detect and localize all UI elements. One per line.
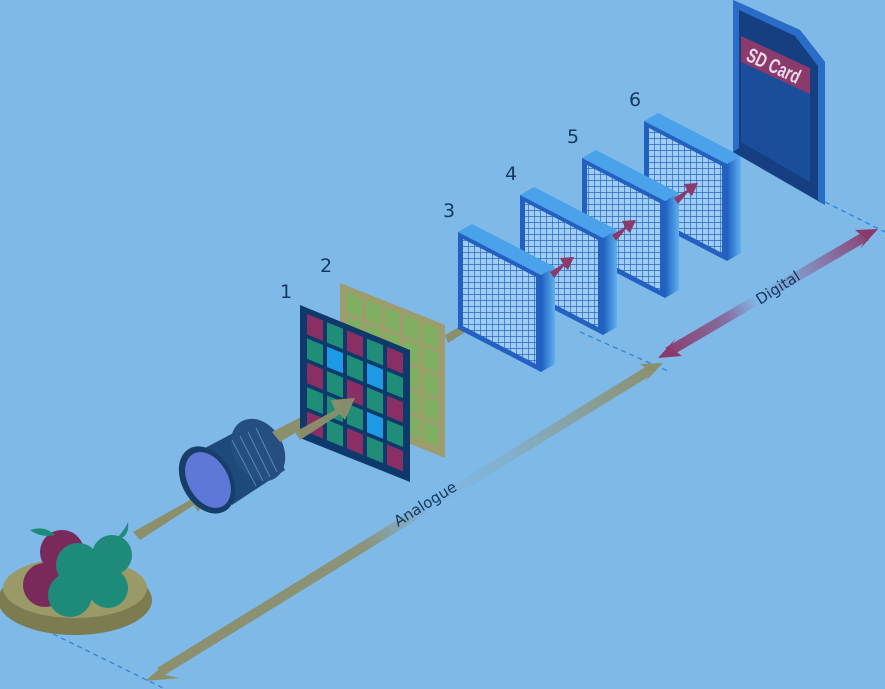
photosite <box>423 346 438 374</box>
color-filter-cell <box>307 338 323 366</box>
photosite <box>347 292 362 319</box>
color-filter-cell <box>387 444 403 472</box>
sd-card: SD Card <box>733 0 825 205</box>
stage-number: 6 <box>629 89 641 111</box>
color-filter-cell <box>307 362 323 390</box>
color-filter-cell <box>347 403 363 431</box>
apple <box>92 535 132 575</box>
color-filter-cell <box>387 346 403 374</box>
signal-arrow <box>612 220 636 241</box>
light-arrow <box>295 398 355 440</box>
color-filter-cell <box>347 354 363 382</box>
photosite <box>385 307 400 334</box>
color-filter-cell <box>367 436 383 464</box>
stage-number: 5 <box>567 126 579 148</box>
photosite <box>423 395 438 422</box>
color-filter-cell <box>367 338 383 366</box>
photosite <box>366 299 381 326</box>
color-filter-cell <box>387 420 403 447</box>
color-filter-cell <box>347 428 363 455</box>
color-filter-cell <box>327 346 343 374</box>
digital-label: Digital <box>753 267 804 308</box>
camera-lens <box>178 418 286 514</box>
color-filter-cell <box>327 419 343 447</box>
stage-number: 4 <box>505 163 517 185</box>
color-filter-cell <box>367 363 383 390</box>
analogue-label: Analogue <box>391 478 460 531</box>
digital-arrow: Digital <box>658 229 878 358</box>
fruit-bowl <box>0 522 152 635</box>
color-filter-cell <box>347 330 363 358</box>
signal-arrow <box>674 183 698 204</box>
photosite <box>423 322 438 349</box>
stage-3-processing-panel: 3 <box>443 200 574 372</box>
light-arrow <box>133 492 210 540</box>
photosite <box>423 371 438 398</box>
stage-number: 2 <box>320 255 332 277</box>
stage-number: 1 <box>280 281 292 303</box>
color-filter-cell <box>327 322 343 350</box>
color-filter-cell <box>367 387 383 415</box>
color-filter-cell <box>367 411 383 439</box>
leaf-icon <box>30 522 129 540</box>
photosite <box>404 314 419 342</box>
color-filter-cell <box>327 371 343 398</box>
stage-number: 3 <box>443 200 455 222</box>
apple <box>88 568 128 608</box>
color-filter-cell <box>307 387 323 415</box>
color-filter-cell <box>307 314 323 341</box>
color-filter-cell <box>387 371 403 399</box>
apple <box>48 573 92 617</box>
stage-1-color-filter-sensor: 1 <box>280 281 410 482</box>
signal-arrow <box>550 257 574 278</box>
photosite <box>423 420 438 447</box>
color-filter-cell <box>387 395 403 423</box>
